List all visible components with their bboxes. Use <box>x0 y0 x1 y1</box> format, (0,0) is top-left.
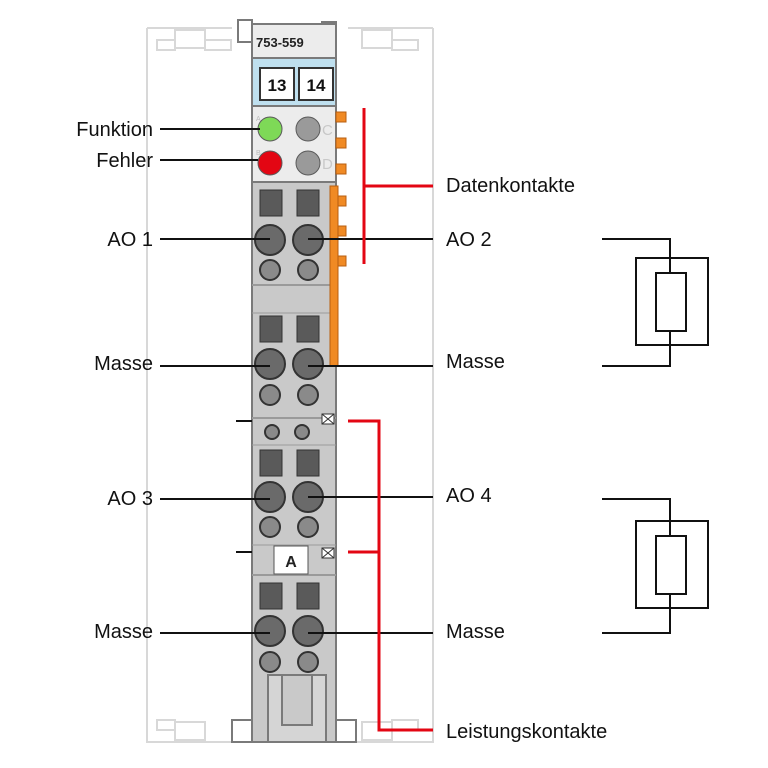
test-hole <box>259 516 281 538</box>
part-number: 753-559 <box>256 35 304 50</box>
led-d <box>295 150 321 176</box>
label-ao1: AO 1 <box>107 229 153 251</box>
clamp-hole <box>254 481 286 513</box>
push-button <box>259 582 283 610</box>
label-funktion: Funktion <box>76 119 153 141</box>
label-masse-left-2: Masse <box>94 621 153 643</box>
led-letter-c: C <box>322 122 333 139</box>
label-leistungskontakte: Leistungskontakte <box>446 721 607 743</box>
label-ao3: AO 3 <box>107 488 153 510</box>
left-leader-lines <box>160 128 270 634</box>
marker-tag <box>273 545 309 575</box>
test-hole <box>259 384 281 406</box>
led-function <box>257 116 283 142</box>
led-tiny-a: A <box>256 116 261 123</box>
marker-letter: A <box>285 554 297 571</box>
led-error <box>257 150 283 176</box>
data-contacts-bracket <box>362 108 433 264</box>
push-button <box>259 315 283 343</box>
led-panel: C D A B <box>256 116 333 176</box>
label-masse-right-2: Masse <box>446 621 505 643</box>
clamp-hole <box>254 348 286 380</box>
clamp-hole <box>254 615 286 647</box>
led-tiny-b: B <box>256 150 261 157</box>
terminal-number-markers: 13 14 <box>259 67 334 101</box>
test-hole <box>297 651 319 673</box>
push-button <box>296 582 320 610</box>
led-c <box>295 116 321 142</box>
test-hole <box>297 259 319 281</box>
clamp-hole <box>292 348 324 380</box>
load-resistor-symbol-2 <box>602 498 709 634</box>
right-leader-lines <box>308 238 433 634</box>
clamp-hole <box>292 615 324 647</box>
power-contact-holes <box>264 413 335 559</box>
label-ao4: AO 4 <box>446 485 492 507</box>
led-letter-d: D <box>322 156 333 173</box>
test-hole <box>297 384 319 406</box>
test-hole <box>297 516 319 538</box>
label-fehler: Fehler <box>96 150 153 172</box>
power-contacts-bracket <box>348 419 433 732</box>
data-contacts <box>329 111 347 367</box>
push-button <box>259 189 283 217</box>
push-button <box>296 189 320 217</box>
label-masse-right-1: Masse <box>446 351 505 373</box>
push-button <box>296 449 320 477</box>
test-hole <box>259 259 281 281</box>
terminal-number-13: 13 <box>268 76 287 95</box>
terminal-number-14: 14 <box>307 76 326 95</box>
label-masse-left-1: Masse <box>94 353 153 375</box>
load-resistor-symbol-1 <box>602 238 709 367</box>
terminal-block-lower: A <box>254 449 324 673</box>
push-button <box>259 449 283 477</box>
label-datenkontakte: Datenkontakte <box>446 175 575 197</box>
label-ao2: AO 2 <box>446 229 492 251</box>
push-button <box>296 315 320 343</box>
test-hole <box>259 651 281 673</box>
